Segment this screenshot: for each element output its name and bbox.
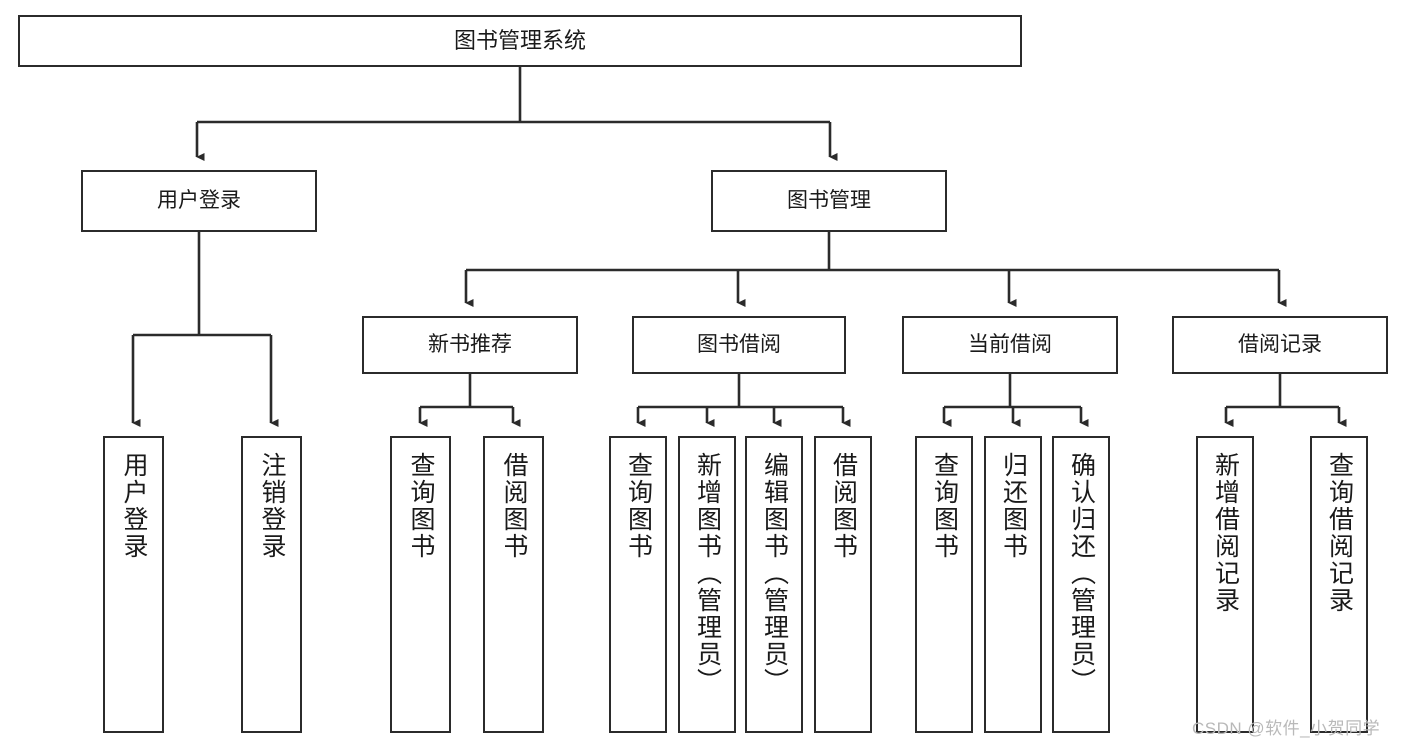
node-leaf-borrow-book-1-label: 借阅图书 xyxy=(500,452,528,560)
node-root-label: 图书管理系统 xyxy=(453,28,586,54)
node-user-login-label: 用户登录 xyxy=(157,188,241,212)
node-leaf-confirm-return-label: 确认归还（管理员） xyxy=(1067,452,1096,695)
node-leaf-user-login[interactable]: 用户登录 xyxy=(103,436,164,733)
node-book-manage[interactable]: 图书管理 xyxy=(711,170,947,232)
node-leaf-borrow-book-1[interactable]: 借阅图书 xyxy=(483,436,544,733)
node-leaf-return-book-label: 归还图书 xyxy=(999,452,1028,560)
node-current-borrow[interactable]: 当前借阅 xyxy=(902,316,1118,374)
node-leaf-user-login-label: 用户登录 xyxy=(120,452,148,560)
node-leaf-query-book-1-label: 查询图书 xyxy=(407,452,435,560)
node-leaf-query-book-3[interactable]: 查询图书 xyxy=(915,436,973,733)
node-leaf-logout-label: 注销登录 xyxy=(258,452,286,560)
node-leaf-add-record-label: 新增借阅记录 xyxy=(1211,452,1240,614)
watermark-text: CSDN @软件_小贺同学 xyxy=(1192,719,1381,738)
node-new-book-recommend-label: 新书推荐 xyxy=(428,332,512,356)
node-leaf-add-record[interactable]: 新增借阅记录 xyxy=(1196,436,1254,733)
node-leaf-query-book-2-label: 查询图书 xyxy=(624,452,653,560)
node-borrow-record-label: 借阅记录 xyxy=(1238,332,1322,356)
node-leaf-borrow-book-2-label: 借阅图书 xyxy=(829,452,858,560)
node-leaf-borrow-book-2[interactable]: 借阅图书 xyxy=(814,436,872,733)
node-leaf-logout[interactable]: 注销登录 xyxy=(241,436,302,733)
node-leaf-confirm-return[interactable]: 确认归还（管理员） xyxy=(1052,436,1110,733)
node-leaf-query-record[interactable]: 查询借阅记录 xyxy=(1310,436,1368,733)
node-leaf-add-book[interactable]: 新增图书（管理员） xyxy=(678,436,736,733)
node-root[interactable]: 图书管理系统 xyxy=(18,15,1022,67)
node-current-borrow-label: 当前借阅 xyxy=(968,332,1052,356)
node-new-book-recommend[interactable]: 新书推荐 xyxy=(362,316,578,374)
node-book-manage-label: 图书管理 xyxy=(787,188,871,212)
node-leaf-query-record-label: 查询借阅记录 xyxy=(1325,452,1354,614)
node-leaf-edit-book[interactable]: 编辑图书（管理员） xyxy=(745,436,803,733)
node-leaf-edit-book-label: 编辑图书（管理员） xyxy=(760,452,789,695)
node-leaf-query-book-3-label: 查询图书 xyxy=(930,452,959,560)
node-user-login[interactable]: 用户登录 xyxy=(81,170,317,232)
node-leaf-add-book-label: 新增图书（管理员） xyxy=(693,452,722,695)
node-leaf-query-book-2[interactable]: 查询图书 xyxy=(609,436,667,733)
node-leaf-query-book-1[interactable]: 查询图书 xyxy=(390,436,451,733)
node-book-borrow[interactable]: 图书借阅 xyxy=(632,316,846,374)
node-borrow-record[interactable]: 借阅记录 xyxy=(1172,316,1388,374)
node-leaf-return-book[interactable]: 归还图书 xyxy=(984,436,1042,733)
node-book-borrow-label: 图书借阅 xyxy=(697,332,781,356)
